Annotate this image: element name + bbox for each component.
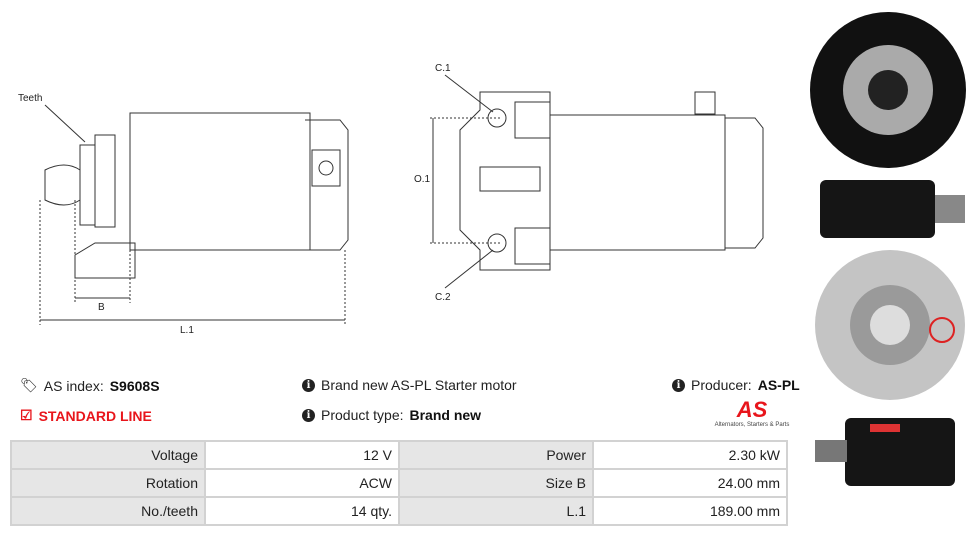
logo-tagline: Alternators, Starters & Parts [714,422,790,428]
spec-value: 24.00 mm [592,468,788,498]
checkbox-icon: ☑ [20,407,33,423]
spec-label: Voltage [10,440,206,470]
info-icon: i [672,378,685,392]
front-view-drawing: C.1 C.2 O.1 [414,63,764,303]
spec-label: Power [398,440,594,470]
spec-value: ACW [204,468,400,498]
product-photos [810,12,966,486]
info-icon: i [302,408,315,422]
c2-label: C.2 [435,292,451,303]
side-view-drawing: Teeth B L.1 [18,93,349,336]
standard-line-badge: ☑ STANDARD LINE [20,407,152,424]
product-type: i Product type:Brand new [302,407,481,423]
teeth-label: Teeth [18,93,42,104]
producer: i Producer:AS-PL [672,377,800,393]
l1-dimension-label: L.1 [180,325,194,336]
b-dimension-label: B [98,302,105,313]
spec-label: No./teeth [10,496,206,526]
spec-value: 2.30 kW [592,440,788,470]
spec-value: 189.00 mm [592,496,788,526]
spec-label: Rotation [10,468,206,498]
o1-label: O.1 [414,174,431,185]
tag-icon: 🏷 [20,377,38,393]
c1-label: C.1 [435,63,451,74]
spec-label: L.1 [398,496,594,526]
spec-label: Size B [398,468,594,498]
info-icon: i [302,378,315,392]
as-index: 🏷 AS index:S9608S [20,377,160,394]
spec-value: 14 qty. [204,496,400,526]
logo-mark: AS [736,397,768,422]
as-pl-logo: AS Alternators, Starters & Parts [712,397,792,429]
spec-value: 12 V [204,440,400,470]
description: i Brand new AS-PL Starter motor [302,377,517,393]
